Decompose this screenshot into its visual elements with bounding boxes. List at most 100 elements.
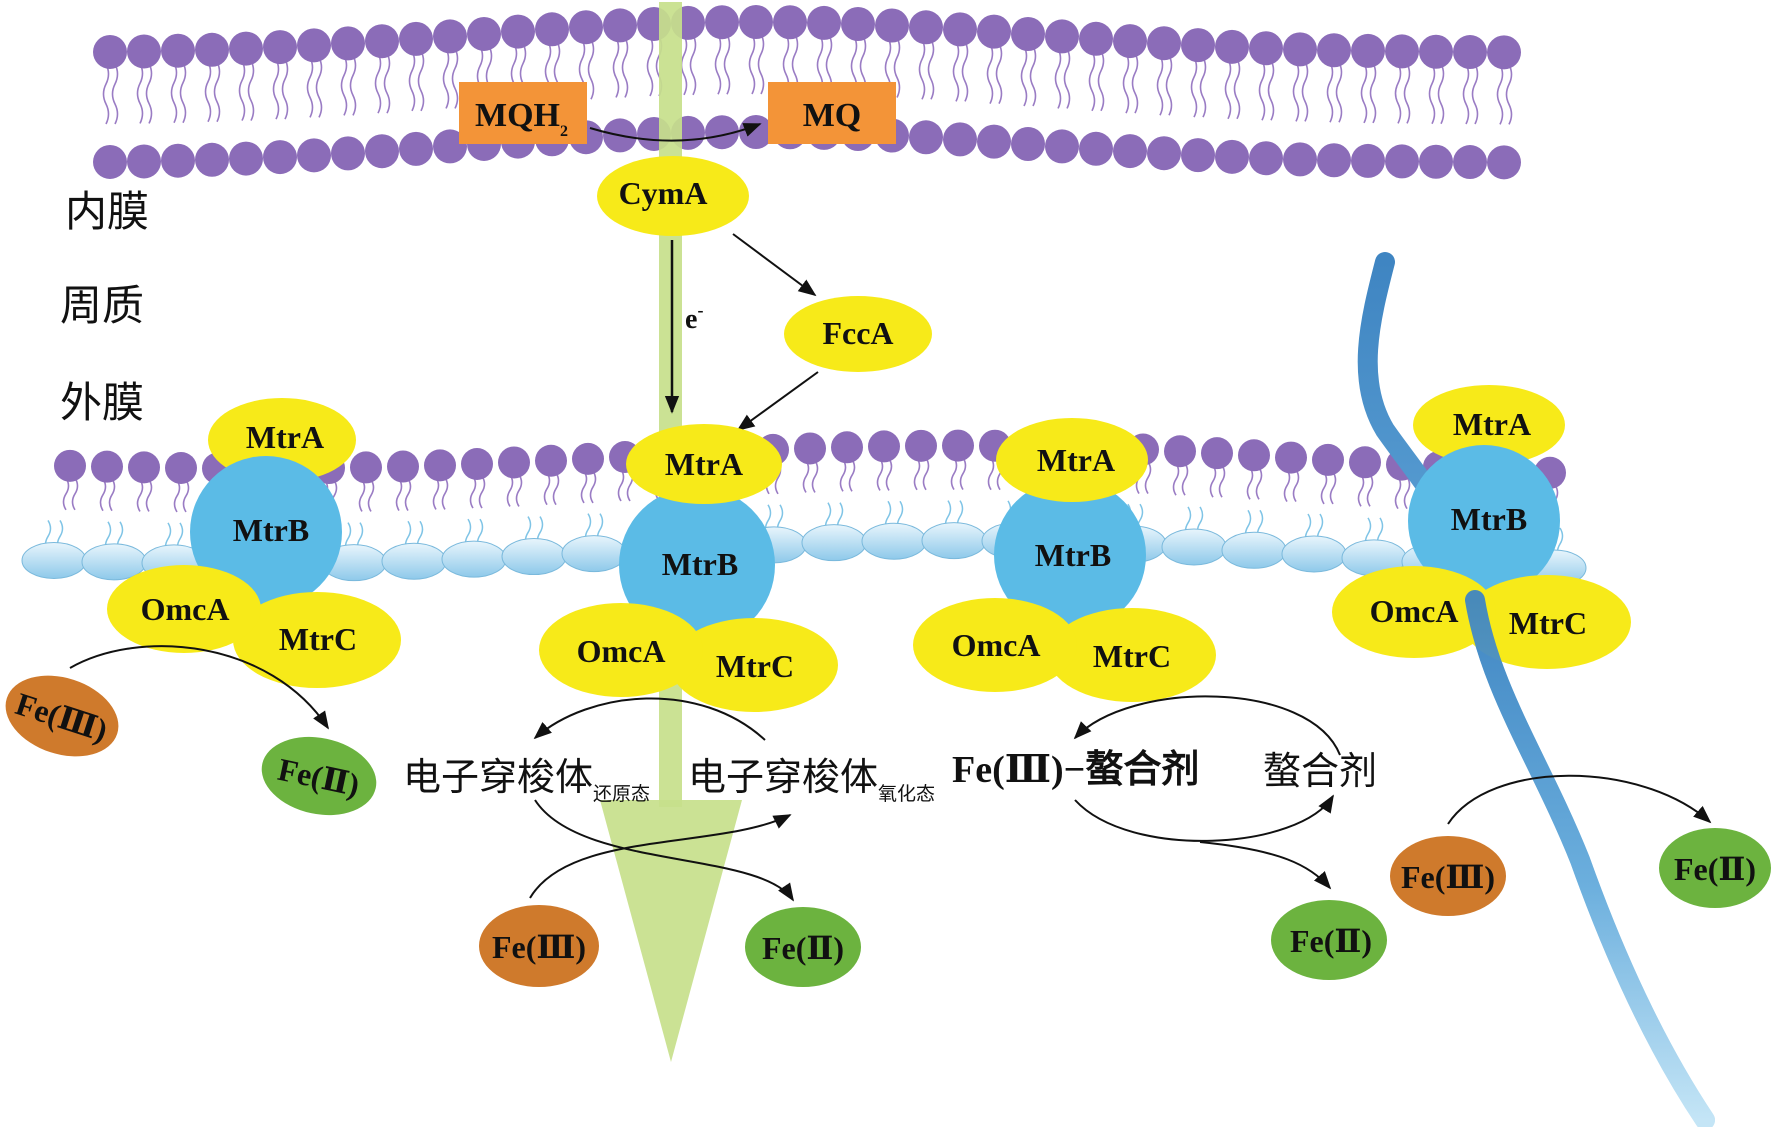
fe2-ellipse: [1271, 900, 1387, 980]
lipid-head: [1045, 19, 1079, 54]
shuttle-reduced-subscript: 还原态: [593, 783, 650, 805]
lps-head: [861, 522, 927, 560]
lipid-head: [91, 450, 123, 483]
lipid-head: [1419, 34, 1453, 69]
lipid-tail: [442, 48, 459, 109]
nanowire-reduction: Fe(Ⅲ) Fe(Ⅱ): [1390, 774, 1771, 916]
lipid-head: [54, 449, 86, 482]
lipid-head: [1011, 127, 1045, 162]
lipid-head: [1349, 446, 1381, 479]
shuttle-oxidation-arrow: [533, 697, 766, 741]
fe3-ellipse: [1390, 836, 1506, 916]
lipid-head: [943, 122, 977, 157]
lipid-tail: [136, 63, 153, 124]
lipid-tail: [62, 477, 79, 511]
mtrc-protein: [233, 592, 401, 688]
mqh2-subscript: 2: [560, 123, 568, 140]
lipid-tail: [395, 478, 412, 511]
lipid-head: [705, 5, 739, 40]
chelator-cycle: Fe(Ⅲ)−螯合剂 螯合剂 Fe(Ⅱ): [952, 695, 1387, 980]
lps-head: [921, 522, 987, 560]
svg-text:电子穿梭体还原态: 电子穿梭体还原态: [403, 755, 650, 805]
lipid-head: [461, 448, 493, 481]
lipid-head: [905, 429, 937, 462]
lipid-head: [195, 32, 229, 67]
lipid-tail: [680, 34, 697, 96]
lipid-head: [572, 442, 604, 475]
lipid-head: [1249, 141, 1283, 176]
fe3-to-shuttle-arrow: [529, 814, 792, 899]
lipid-head: [161, 33, 195, 68]
lipid-head: [127, 34, 161, 69]
lipid-tail: [170, 62, 187, 124]
lipid-head: [433, 129, 467, 164]
lps-head: [441, 540, 507, 578]
mtr-complex-3: MtrB MtrA MtrC OmcA: [913, 418, 1216, 702]
lipid-head: [909, 120, 943, 155]
lipid-head: [365, 24, 399, 59]
lipid-tail: [1292, 61, 1309, 122]
fcca-protein: [784, 296, 932, 372]
fe2-label: Fe(Ⅱ): [1290, 923, 1372, 959]
mtrc-label: MtrC: [1093, 638, 1171, 674]
lipid-head: [1147, 136, 1181, 171]
lipid-head: [93, 34, 127, 69]
direct-reduction: Fe(Ⅲ) Fe(Ⅱ): [5, 645, 377, 816]
lipid-head: [195, 142, 229, 177]
lipid-head: [1453, 35, 1487, 70]
lipid-head: [1164, 435, 1196, 468]
mtrb-label: MtrB: [233, 512, 309, 548]
lipid-head: [875, 8, 909, 43]
lps-head: [801, 524, 867, 562]
lipid-head: [977, 124, 1011, 159]
lipid-tail: [913, 457, 930, 491]
electron-shuttle-cycle: 电子穿梭体还原态 电子穿梭体氧化态 Fe(Ⅲ) Fe(Ⅱ): [403, 697, 935, 987]
nanowire-fe3-to-fe2-arrow: [1447, 774, 1712, 825]
mtrb-protein: [1408, 445, 1560, 597]
mq-label: MQ: [803, 97, 862, 134]
lipid-tail: [374, 52, 391, 114]
electron-superscript: -: [697, 300, 703, 320]
lipid-head: [399, 21, 433, 56]
shuttle-oxidized-label: 电子穿梭体: [688, 755, 878, 799]
lipid-head: [399, 131, 433, 166]
lipid-head: [535, 12, 569, 47]
lipid-tail: [358, 478, 375, 512]
mtrb-protein: [619, 487, 775, 643]
lipid-tail: [952, 41, 969, 102]
lipid-tail: [1088, 50, 1105, 112]
cyma-protein: [597, 156, 749, 236]
fe3-label: Fe(Ⅲ): [1401, 859, 1495, 895]
fe2-label: Fe(Ⅱ): [1674, 851, 1756, 887]
mtr-complex-2: MtrB MtrA MtrC OmcA: [539, 424, 838, 712]
lipid-head: [1283, 32, 1317, 67]
lipid-head: [868, 430, 900, 463]
mqh2-to-mq-arrow: [589, 123, 762, 142]
lipid-head: [433, 19, 467, 54]
mtra-protein: [626, 424, 782, 504]
lipid-head: [331, 26, 365, 61]
omca-label: OmcA: [952, 627, 1041, 663]
mtrc-label: MtrC: [716, 648, 794, 684]
lipid-tail: [1246, 466, 1263, 500]
lipid-tail: [102, 63, 119, 125]
lipid-head: [909, 10, 943, 45]
lipid-head: [1283, 142, 1317, 177]
lipid-head: [498, 446, 530, 479]
mtr-complex-4: MtrA MtrB MtrC OmcA: [1332, 385, 1631, 669]
lipid-head: [1238, 439, 1270, 472]
lps-head: [561, 535, 627, 573]
lps-head: [1161, 528, 1227, 566]
fcca-label: FccA: [822, 315, 893, 351]
mtra-label: MtrA: [665, 446, 743, 482]
mtrb-label: MtrB: [1451, 501, 1527, 537]
lipid-head: [535, 444, 567, 477]
lipid-head: [387, 450, 419, 483]
lps-head: [501, 538, 567, 576]
lipid-head: [263, 140, 297, 175]
omca-protein: [913, 598, 1077, 692]
lipid-head: [1201, 437, 1233, 470]
mqh2-box: [459, 82, 587, 144]
lipid-tail: [580, 470, 597, 504]
lipid-head: [501, 14, 535, 49]
